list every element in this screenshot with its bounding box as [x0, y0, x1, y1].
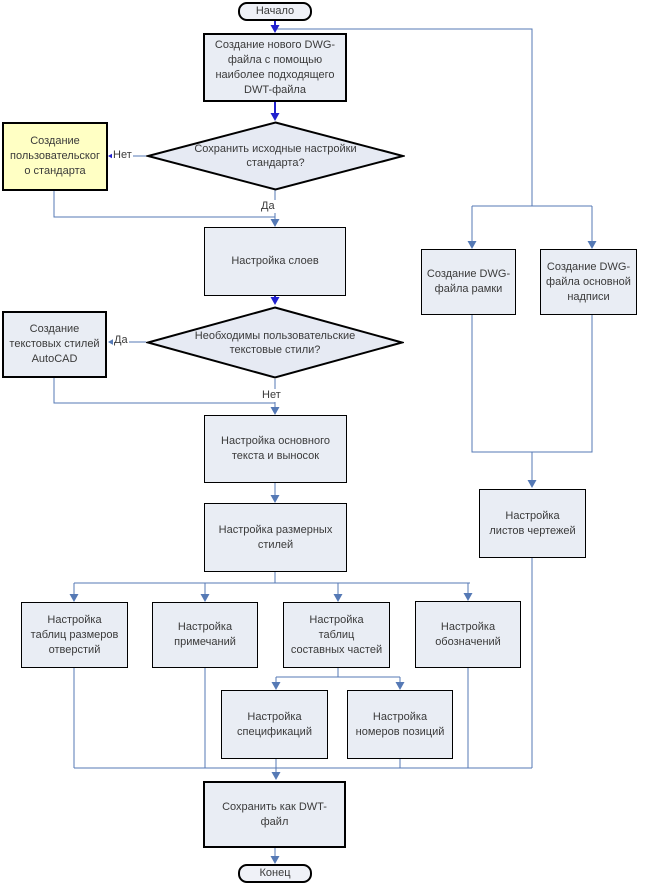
node-sheets-label: Настройка листов чертежей — [489, 509, 576, 537]
edge-top-to-right-column — [275, 28, 593, 243]
arrowhead-to-sheets — [527, 480, 537, 488]
node-create-dwg: Создание нового DWG- файла с помощью наи… — [203, 33, 347, 102]
node-create-dwg-label: Создание нового DWG- файла с помощью наи… — [214, 38, 336, 96]
node-frame-dwg: Создание DWG- файла рамки — [421, 249, 516, 315]
node-sheets: Настройка листов чертежей — [479, 489, 586, 558]
arrowhead-to-specs — [271, 682, 281, 690]
arrowhead-start-to-create — [270, 25, 280, 33]
edge-label-yes-2: Да — [113, 334, 129, 347]
node-specs: Настройка спецификаций — [221, 690, 328, 759]
node-end-label: Конец — [259, 867, 291, 879]
edge-label-no-1: Нет — [112, 149, 133, 162]
arrowhead-to-notes — [200, 594, 210, 602]
node-dim-styles-label: Настройка размерных стилей — [218, 523, 333, 551]
node-end: Конец — [238, 864, 312, 883]
arrowhead-to-item-numbers — [395, 682, 405, 690]
arrowhead-to-frame-dwg — [467, 241, 477, 249]
node-item-numbers-label: Настройка номеров позиций — [355, 710, 445, 738]
diamond-shape — [146, 306, 404, 379]
node-autocad-text-styles-label: Создание текстовых стилей AutoCAD — [9, 323, 100, 365]
node-autocad-text-styles: Создание текстовых стилей AutoCAD — [2, 311, 107, 378]
node-item-numbers: Настройка номеров позиций — [347, 690, 453, 759]
arrowhead-create-to-decision1 — [270, 113, 280, 121]
node-text-styles-question: Необходимы пользовательские текстовые ст… — [146, 306, 404, 379]
arrowhead-layers-to-decision2 — [270, 297, 280, 305]
node-frame-dwg-label: Создание DWG- файла рамки — [426, 268, 511, 295]
node-dim-styles: Настройка размерных стилей — [204, 503, 347, 572]
arrowhead-to-parts-tables — [333, 594, 343, 602]
arrowhead-to-titleblock-dwg — [587, 241, 597, 249]
diamond-shape — [146, 121, 405, 191]
node-custom-standard-label: Создание пользовательског о стандарта — [10, 135, 100, 177]
node-parts-tables: Настройка таблиц составных частей — [283, 602, 390, 668]
node-layers: Настройка слоев — [204, 227, 346, 296]
node-symbols-label: Настройка обозначений — [435, 620, 501, 648]
node-keep-settings-question: Сохранить исходные настройки стандарта? — [146, 121, 405, 191]
node-symbols: Настройка обозначений — [415, 601, 521, 668]
node-parts-tables-label: Настройка таблиц составных частей — [290, 613, 383, 656]
node-custom-standard: Создание пользовательског о стандарта — [2, 122, 108, 191]
arrowhead-yes-to-layers — [270, 219, 280, 227]
node-main-text: Настройка основного текста и выносок — [204, 415, 347, 483]
node-titleblock-dwg-label: Создание DWG- файла основной надписи — [546, 260, 631, 303]
node-start: Начало — [238, 2, 312, 21]
node-start-label: Начало — [255, 5, 295, 17]
node-text-styles-question-label: Необходимы пользовательские текстовые ст… — [194, 329, 356, 356]
edge-sub-distribution — [275, 668, 401, 683]
node-keep-settings-question-label: Сохранить исходные настройки стандарта? — [194, 143, 357, 169]
node-layers-label: Настройка слоев — [231, 255, 319, 267]
edge-right-column-join — [471, 315, 593, 481]
arrowhead-to-symbols — [463, 593, 473, 601]
edge-label-yes-1: Да — [260, 200, 276, 213]
edge-label-no-2: Нет — [261, 389, 282, 402]
arrowhead-to-save-dwt — [271, 772, 281, 780]
edge-main-column-and-distribution — [73, 483, 470, 595]
node-titleblock-dwg: Создание DWG- файла основной надписи — [540, 249, 637, 315]
node-save-dwt-label: Сохранить как DWT- файл — [222, 800, 327, 828]
node-specs-label: Настройка спецификаций — [237, 710, 312, 738]
node-notes-label: Настройка примечаний — [174, 621, 236, 648]
edge-bottom-collector — [73, 558, 533, 774]
node-hole-tables: Настройка таблиц размеров отверстий — [21, 602, 128, 668]
arrowhead-to-end — [270, 856, 280, 864]
node-main-text-label: Настройка основного текста и выносок — [221, 435, 330, 462]
node-save-dwt: Сохранить как DWT- файл — [203, 781, 346, 848]
node-notes: Настройка примечаний — [152, 602, 258, 668]
node-hole-tables-label: Настройка таблиц размеров отверстий — [30, 613, 119, 656]
arrowhead-to-hole-tables — [69, 594, 79, 602]
arrowhead-no-to-main-text — [270, 407, 280, 415]
arrowhead-to-dim-styles — [270, 495, 280, 503]
